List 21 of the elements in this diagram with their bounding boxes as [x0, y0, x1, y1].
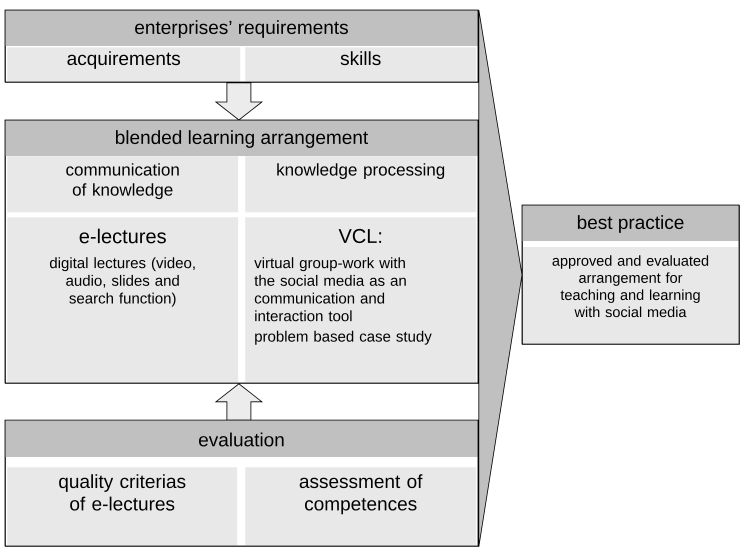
cell — [245, 217, 476, 382]
cell: quality criterias of e-lectures — [7, 467, 238, 546]
block-arrow — [214, 82, 264, 120]
description-text: digital lectures (video, audio, slides and search function) — [50, 257, 195, 307]
header-text: best practice — [578, 215, 684, 233]
cell-title: e-lectures — [80, 228, 166, 244]
header-text: evaluation — [199, 432, 284, 446]
chevron-arrow — [478, 10, 522, 547]
cell: assessment of competences — [245, 467, 476, 546]
cell: knowledge processing — [245, 156, 476, 212]
cell: skills — [245, 47, 476, 82]
header-text: enterprises’ requirements — [135, 20, 348, 38]
description-text: approved and evaluated arrangement for teaching and learning with social media — [552, 255, 708, 318]
cell-title: VCL: — [338, 228, 382, 244]
description-text: problem based case study — [255, 330, 432, 345]
cell: communication of knowledge — [7, 156, 238, 212]
cell: acquirements — [7, 47, 240, 82]
cell — [7, 217, 238, 382]
panel — [522, 204, 740, 345]
header-text: blended learning arrangement — [116, 130, 368, 148]
block-arrow — [214, 383, 264, 420]
